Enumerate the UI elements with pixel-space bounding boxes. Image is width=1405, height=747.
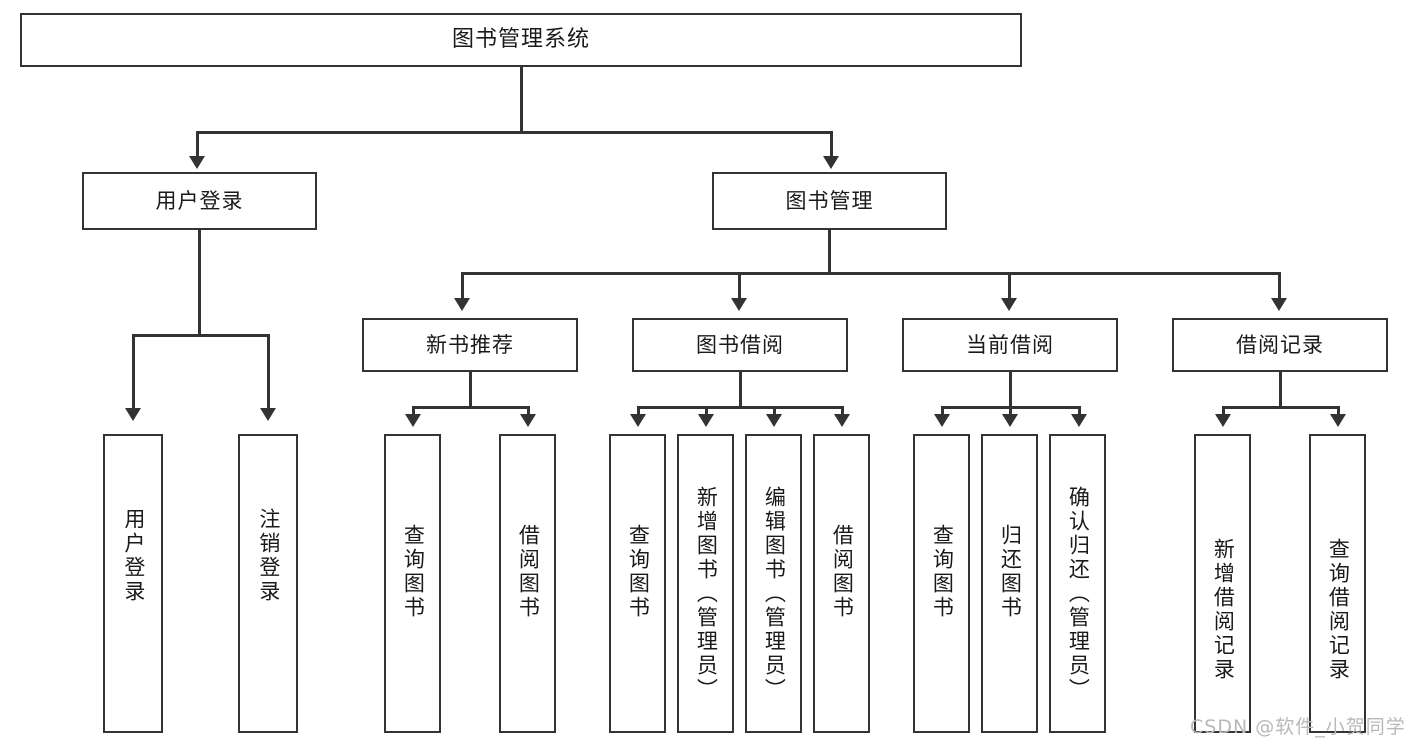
arrow-borrow-record-child2: [1330, 414, 1346, 427]
node-label: 借阅图书: [830, 524, 855, 620]
arrow-to-book-manage: [823, 156, 839, 169]
arrow-current-borrow-child1: [934, 414, 950, 427]
connector-to-user-login: [196, 131, 199, 158]
node-label: 查询图书: [626, 524, 651, 620]
node-leaf-new-book-borrow[interactable]: 借阅图书: [499, 434, 556, 733]
node-leaf-user-login-logout[interactable]: 注销登录: [238, 434, 298, 733]
node-label: 当前借阅: [966, 332, 1054, 357]
node-current-borrow[interactable]: 当前借阅: [902, 318, 1118, 372]
connector-current-borrow-child3: [1078, 406, 1081, 416]
connector-user-login-stem: [198, 230, 201, 336]
arrow-to-book-borrow: [731, 298, 747, 311]
node-leaf-new-book-query[interactable]: 查询图书: [384, 434, 441, 733]
connector-borrow-record-bus: [1222, 406, 1337, 409]
connector-root-stem: [520, 67, 523, 133]
node-label: 图书管理: [785, 188, 874, 213]
connector-new-book-bus: [412, 406, 527, 409]
node-label: 确认归还（管理员）: [1066, 486, 1091, 702]
node-label: 用户登录: [121, 508, 146, 604]
connector-to-borrow-record: [1278, 272, 1281, 300]
arrow-current-borrow-child2: [1002, 414, 1018, 427]
node-label: 新增图书（管理员）: [694, 486, 719, 702]
arrow-new-book-child1: [405, 414, 421, 427]
arrow-book-borrow-child3: [766, 414, 782, 427]
node-label: 归还图书: [998, 524, 1023, 620]
connector-book-borrow-child2: [705, 406, 708, 416]
node-label: 借阅记录: [1236, 332, 1324, 357]
connector-user-login-child1: [132, 334, 135, 410]
node-label: 注销登录: [256, 508, 281, 604]
node-book-manage[interactable]: 图书管理: [712, 172, 947, 230]
connector-book-borrow-child3: [773, 406, 776, 416]
node-label: 新增借阅记录: [1211, 538, 1236, 682]
connector-book-borrow-child4: [841, 406, 844, 416]
connector-book-manage-bus: [461, 272, 1279, 275]
connector-book-borrow-child1: [637, 406, 640, 416]
arrow-book-borrow-child2: [698, 414, 714, 427]
node-label: 编辑图书（管理员）: [762, 486, 787, 702]
node-leaf-user-login-login[interactable]: 用户登录: [103, 434, 163, 733]
connector-current-borrow-child2: [1009, 406, 1012, 416]
arrow-to-current-borrow: [1001, 298, 1017, 311]
connector-to-book-manage: [830, 131, 833, 158]
arrow-to-borrow-record: [1271, 298, 1287, 311]
node-borrow-record[interactable]: 借阅记录: [1172, 318, 1388, 372]
node-label: 用户登录: [155, 188, 244, 213]
watermark-csdn: CSDN @软件_小贺同学: [1190, 716, 1405, 738]
connector-new-book-stem: [469, 372, 472, 408]
arrow-borrow-record-child1: [1215, 414, 1231, 427]
arrow-current-borrow-child3: [1071, 414, 1087, 427]
connector-user-login-child2: [267, 334, 270, 410]
node-label: 借阅图书: [516, 524, 541, 620]
node-label: 查询图书: [930, 524, 955, 620]
connector-borrow-record-child1: [1222, 406, 1225, 416]
node-leaf-book-borrow-add[interactable]: 新增图书（管理员）: [677, 434, 734, 733]
node-leaf-current-borrow-return[interactable]: 归还图书: [981, 434, 1038, 733]
node-book-borrow[interactable]: 图书借阅: [632, 318, 848, 372]
node-new-book-recommend[interactable]: 新书推荐: [362, 318, 578, 372]
arrow-book-borrow-child4: [834, 414, 850, 427]
node-leaf-book-borrow-edit[interactable]: 编辑图书（管理员）: [745, 434, 802, 733]
node-leaf-current-borrow-confirm[interactable]: 确认归还（管理员）: [1049, 434, 1106, 733]
connector-book-borrow-stem: [739, 372, 742, 408]
connector-user-login-bus: [132, 334, 267, 337]
arrow-new-book-child2: [520, 414, 536, 427]
connector-to-new-book: [461, 272, 464, 300]
connector-new-book-child2: [527, 406, 530, 416]
connector-root-bus: [196, 131, 832, 134]
connector-to-current-borrow: [1008, 272, 1011, 300]
arrow-user-login-child2: [260, 408, 276, 421]
node-label: 图书借阅: [696, 332, 784, 357]
node-label: 查询图书: [401, 524, 426, 620]
node-leaf-book-borrow-borrow[interactable]: 借阅图书: [813, 434, 870, 733]
connector-book-borrow-bus: [637, 406, 842, 409]
node-label: 图书管理系统: [451, 27, 590, 53]
node-leaf-borrow-record-query[interactable]: 查询借阅记录: [1309, 434, 1366, 733]
connector-book-manage-stem: [828, 230, 831, 274]
arrow-to-user-login: [189, 156, 205, 169]
node-label: 查询借阅记录: [1326, 538, 1351, 682]
node-leaf-current-borrow-query[interactable]: 查询图书: [913, 434, 970, 733]
node-leaf-book-borrow-query[interactable]: 查询图书: [609, 434, 666, 733]
node-root-system[interactable]: 图书管理系统: [20, 13, 1022, 67]
node-leaf-borrow-record-add[interactable]: 新增借阅记录: [1194, 434, 1251, 733]
connector-borrow-record-stem: [1279, 372, 1282, 408]
connector-new-book-child1: [412, 406, 415, 416]
node-user-login[interactable]: 用户登录: [82, 172, 317, 230]
connector-borrow-record-child2: [1337, 406, 1340, 416]
connector-current-borrow-stem: [1009, 372, 1012, 408]
arrow-to-new-book: [454, 298, 470, 311]
connector-current-borrow-child1: [941, 406, 944, 416]
connector-to-book-borrow: [738, 272, 741, 300]
arrow-user-login-child1: [125, 408, 141, 421]
node-label: 新书推荐: [426, 332, 514, 357]
arrow-book-borrow-child1: [630, 414, 646, 427]
